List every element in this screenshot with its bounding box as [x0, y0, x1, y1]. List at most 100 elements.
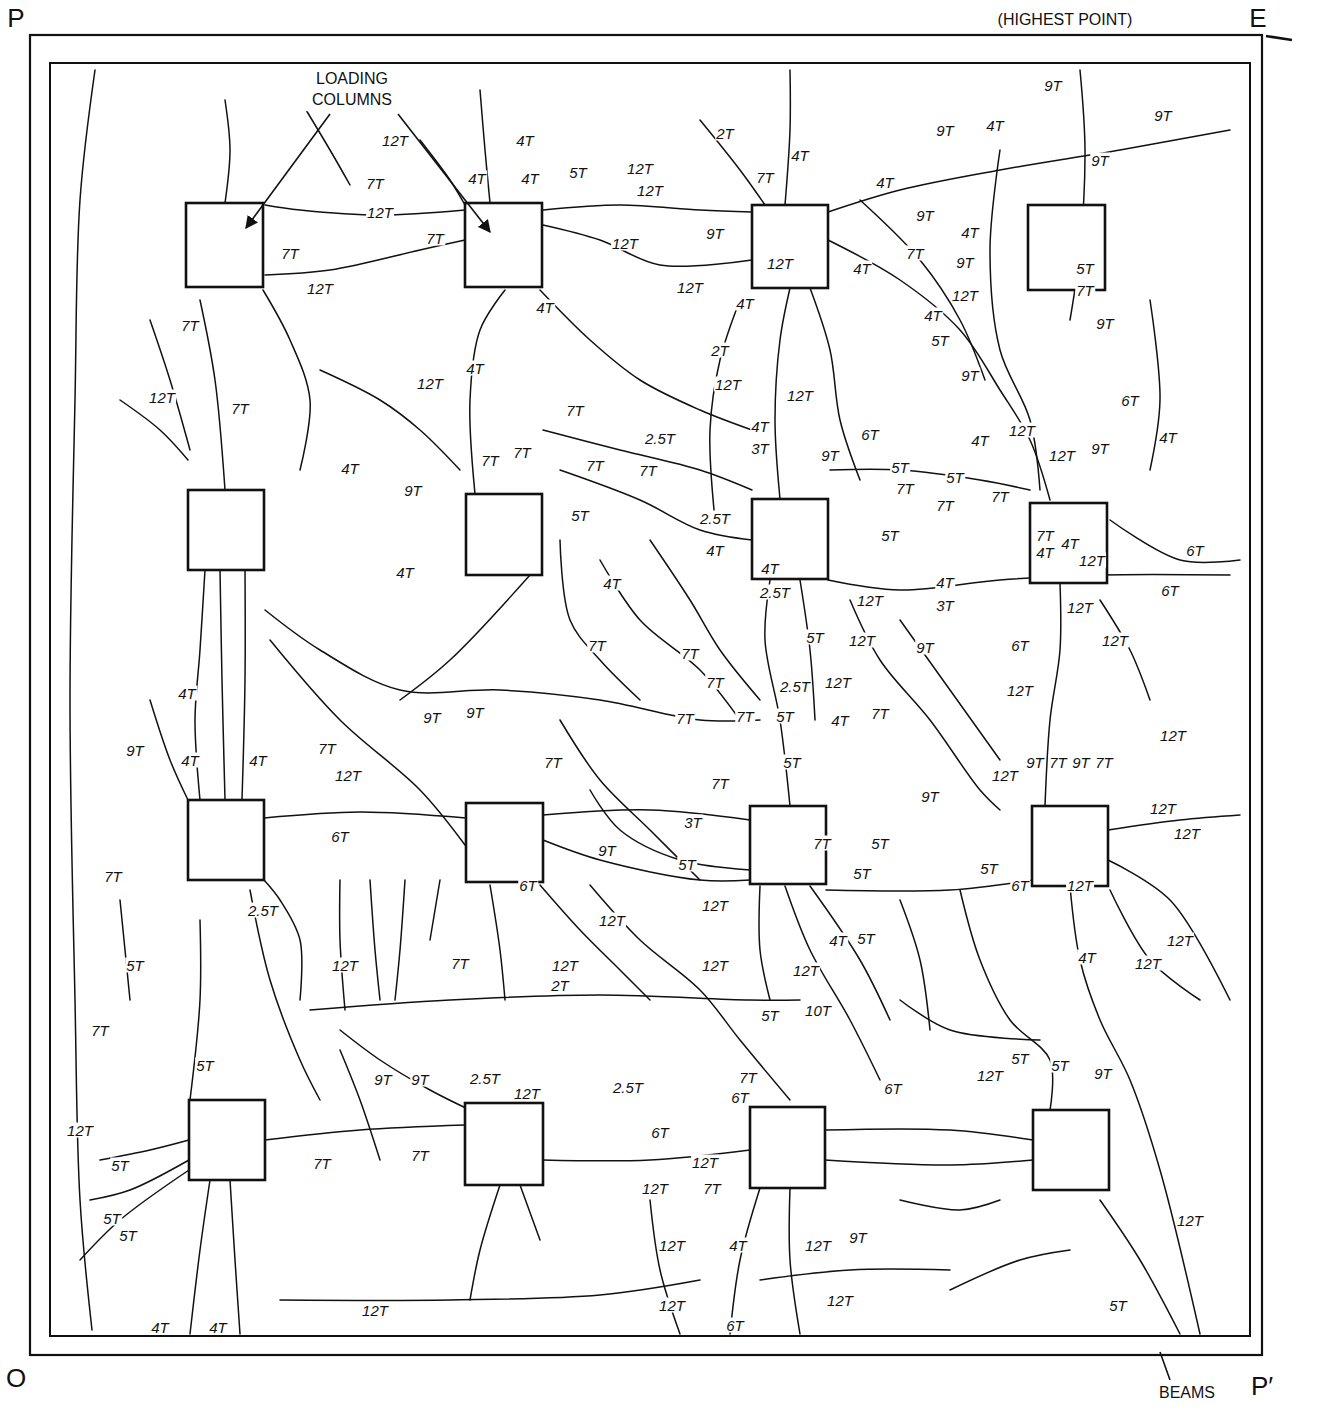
load-label: 5T [930, 333, 950, 348]
load-label: 9T [403, 483, 423, 498]
load-label: 2.5T [612, 1080, 644, 1095]
load-label: 5T [870, 836, 890, 851]
load-label: 12T [331, 958, 359, 973]
load-label: 9T [465, 705, 485, 720]
crack-line [120, 400, 188, 460]
load-label: 4T [735, 296, 755, 311]
load-label: 12T [826, 1293, 854, 1308]
load-label: 7T [585, 458, 605, 473]
load-label: 7T [1035, 528, 1055, 543]
load-label: 12T [381, 133, 409, 148]
crack-line [150, 320, 190, 450]
load-label: 4T [177, 686, 197, 701]
crack-line [560, 540, 640, 700]
load-label: 12T [792, 963, 820, 978]
load-label: 5T [856, 931, 876, 946]
load-label: 9T [705, 226, 725, 241]
load-label: 12T [636, 183, 664, 198]
load-label: 12T [951, 288, 979, 303]
crack-line [150, 700, 188, 800]
crack-line [900, 1200, 1000, 1210]
load-label: 2.5T [759, 585, 791, 600]
crack-line [710, 300, 740, 520]
load-label: 12T [416, 376, 444, 391]
load-label: 6T [1120, 393, 1140, 408]
load-label: 2.5T [779, 679, 811, 694]
crack-line [310, 995, 800, 1010]
column-square [188, 490, 264, 570]
crack-line [225, 100, 230, 203]
crack-line [265, 205, 465, 215]
load-label: 12T [1006, 683, 1034, 698]
load-label: 4T [705, 543, 725, 558]
column-square [750, 1107, 825, 1188]
load-label: 6T [1010, 638, 1030, 653]
crack-line [828, 240, 1050, 500]
load-label: 12T [701, 958, 729, 973]
load-label: 12T [1149, 801, 1177, 816]
column-square [1028, 205, 1105, 290]
load-label: 12T [1048, 448, 1076, 463]
load-label: 7T [317, 741, 337, 756]
column-square [188, 800, 264, 880]
load-label: 4T [852, 261, 872, 276]
crack-line [1110, 890, 1200, 1000]
corner-letter: E [1248, 5, 1267, 31]
load-label: 6T [730, 1090, 750, 1105]
load-label: 10T [804, 1003, 832, 1018]
column-square [466, 803, 543, 882]
load-label: 7T [675, 711, 695, 726]
load-label: 7T [735, 709, 755, 724]
load-label: 12T [66, 1123, 94, 1138]
corner-letter: O [5, 1365, 27, 1391]
load-label: 3T [935, 598, 955, 613]
crack-line [759, 886, 770, 1000]
crack-line [480, 90, 490, 203]
crack-line [990, 150, 1040, 490]
load-label: 5T [1050, 1058, 1070, 1073]
crack-line [543, 225, 752, 266]
crack-line [825, 1160, 1033, 1165]
crack-line [220, 570, 225, 800]
load-label: 3T [750, 441, 770, 456]
crack-line [1110, 520, 1240, 562]
load-label: 5T [979, 861, 999, 876]
crack-line [190, 1180, 210, 1334]
crack-line [340, 1050, 380, 1160]
load-label: 12T [714, 377, 742, 392]
crack-line [265, 1125, 465, 1140]
load-label: 4T [830, 713, 850, 728]
load-label: 6T [518, 878, 538, 893]
crack-line [395, 880, 405, 1000]
loading-columns [186, 203, 1109, 1190]
load-label: 7T [870, 706, 890, 721]
load-label: 12T [976, 1068, 1004, 1083]
load-label: 5T [1075, 261, 1095, 276]
crack-line [200, 300, 225, 490]
crack-line [860, 200, 985, 380]
crack-line [800, 580, 815, 720]
load-label: 12T [691, 1155, 719, 1170]
load-label: 6T [330, 829, 350, 844]
load-label: 4T [790, 148, 810, 163]
load-label: 7T [812, 836, 832, 851]
crack-line [540, 885, 650, 1000]
load-label: 9T [960, 368, 980, 383]
crack-line [590, 885, 790, 1100]
crack-line [265, 610, 760, 721]
load-label: 7T [1048, 755, 1068, 770]
load-label: 5T [775, 709, 795, 724]
load-label: 4T [728, 1238, 748, 1253]
load-label: 9T [1025, 755, 1045, 770]
crack-line [1150, 300, 1160, 470]
load-label: 5T [110, 1158, 130, 1173]
crack-line [90, 1160, 189, 1200]
load-label: 12T [1101, 633, 1129, 648]
load-label: 9T [915, 208, 935, 223]
crack-line [900, 1000, 1040, 1040]
crack-line [543, 430, 752, 490]
callout-text: LOADING COLUMNS [296, 69, 408, 111]
crack-line [810, 886, 890, 1020]
load-label: 4T [1035, 545, 1055, 560]
